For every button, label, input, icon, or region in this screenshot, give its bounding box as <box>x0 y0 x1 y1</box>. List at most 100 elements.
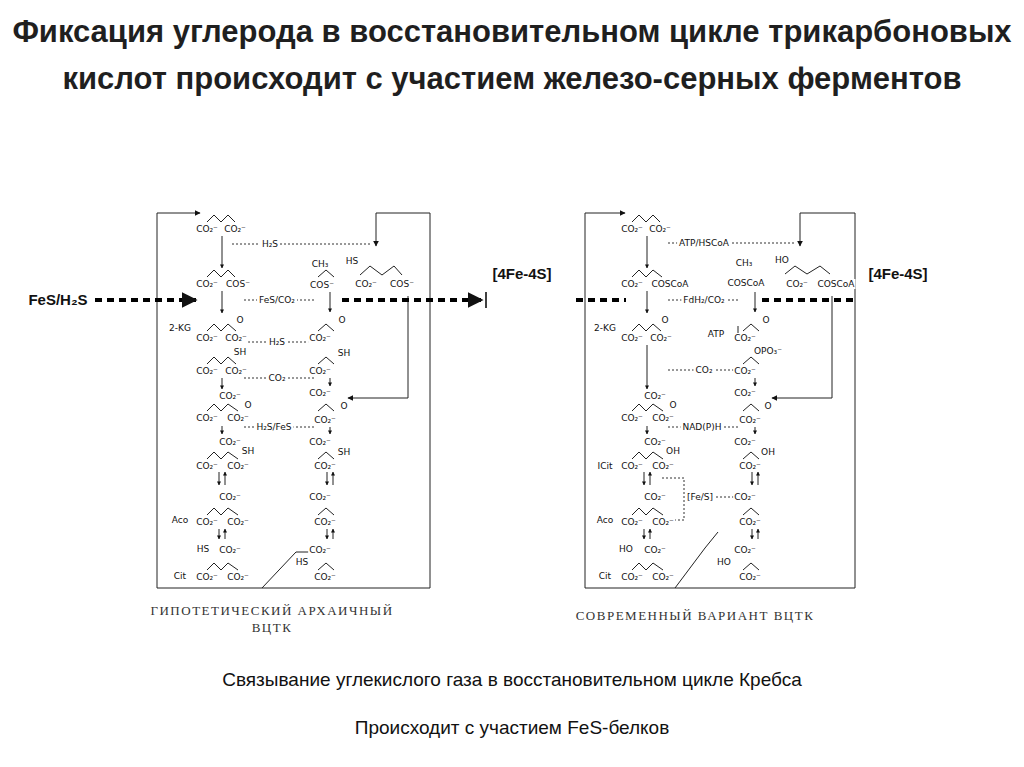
chem-label: CO₂⁻ <box>733 366 757 376</box>
chem-label: CO₂⁻ <box>195 333 219 343</box>
slide-caption: Связывание углекислого газа в восстанови… <box>12 668 1012 692</box>
chem-label: CO₂⁻ <box>620 224 644 234</box>
chem-label: CO₂⁻ <box>218 391 242 401</box>
chem-label: CO₂⁻ <box>226 572 250 582</box>
chem-label: CO₂⁻ <box>785 279 809 289</box>
chem-label: CO₂⁻ <box>648 224 672 234</box>
chem-label: CO₂⁻ <box>223 224 247 234</box>
panel-caption: ГИПОТЕТИЧЕСКИЙ АРХАИЧНЫЙ ВЦТК <box>137 602 407 636</box>
reagent-label: ATP/HSCoA <box>677 238 731 248</box>
chem-label: CO₂⁻ <box>620 572 644 582</box>
chem-label: CO₂⁻ <box>738 572 762 582</box>
chem-label: CO₂⁻ <box>651 461 675 471</box>
chem-label: CO₂⁻ <box>308 545 332 555</box>
chem-label: CO₂⁻ <box>313 461 337 471</box>
chem-label: HS <box>295 557 309 567</box>
chem-label: CO₂⁻ <box>218 437 242 447</box>
chem-label: CO₂⁻ <box>195 572 219 582</box>
cofactor-label: [4Fe-4S] <box>866 265 929 283</box>
reagent-label: NAD(P)H <box>680 422 723 432</box>
chem-label: CO₂⁻ <box>308 366 332 376</box>
chem-label: CO₂⁻ <box>354 279 378 289</box>
chem-label: CO₂⁻ <box>738 461 762 471</box>
chem-label: SH <box>337 447 351 457</box>
chem-label: CO₂⁻ <box>195 279 219 289</box>
chem-label: CO₂⁻ <box>224 366 248 376</box>
chem-label: Cit <box>173 571 187 581</box>
reagent-label: ATP <box>706 329 726 339</box>
chem-label: Aco <box>171 515 189 525</box>
chem-label: OH <box>760 447 776 457</box>
chem-label: CO₂⁻ <box>308 333 332 343</box>
chem-label: O <box>243 400 252 410</box>
chem-label: CO₂⁻ <box>651 517 675 527</box>
chem-label: CO₂⁻ <box>733 333 757 343</box>
chem-label: SH <box>241 446 255 456</box>
chem-label: SH <box>337 348 351 358</box>
chem-label: CO₂⁻ <box>195 517 219 527</box>
chem-label: CO₂⁻ <box>649 333 673 343</box>
chem-label: COS⁻ <box>389 279 415 289</box>
reagent-label: [Fe/S] <box>685 492 715 502</box>
chem-label: CO₂⁻ <box>226 517 250 527</box>
slide-title: Фиксация углерода в восстановительном ци… <box>12 8 1012 102</box>
chem-label: CO₂⁻ <box>651 572 675 582</box>
chem-label: O <box>660 315 669 325</box>
chem-label: CO₂⁻ <box>620 461 644 471</box>
panel-caption: СОВРЕМЕННЫЙ ВАРИАНТ ВЦТК <box>576 607 815 624</box>
chem-label: CO₂⁻ <box>733 492 757 502</box>
chem-label: CO₂⁻ <box>738 517 762 527</box>
chem-label: CO₂⁻ <box>195 366 219 376</box>
chem-label: COSCoA <box>816 279 855 289</box>
chem-label: CO₂⁻ <box>643 437 667 447</box>
chem-label: Cit <box>598 571 612 581</box>
chem-label: CO₂⁻ <box>313 572 337 582</box>
chem-label: COSCoA <box>650 279 689 289</box>
chem-label: CO₂⁻ <box>733 545 757 555</box>
chem-label: CO₂⁻ <box>313 415 337 425</box>
chem-label: CO₂⁻ <box>738 415 762 425</box>
chem-label: HO <box>618 544 634 554</box>
reagent-label: CO₂ <box>267 373 288 383</box>
cofactor-label: FeS/H₂S <box>26 291 89 309</box>
chem-label: CO₂⁻ <box>308 437 332 447</box>
chem-label: ICit <box>597 461 614 471</box>
chem-label: 2-KG <box>593 323 617 333</box>
chem-label: O <box>235 315 244 325</box>
chem-label: CO₂⁻ <box>733 437 757 447</box>
chem-label: CO₂⁻ <box>643 391 667 401</box>
cofactor-label: [4Fe-4S] <box>490 265 553 283</box>
reagent-label: FdH₂/CO₂ <box>681 295 726 305</box>
chem-label: O <box>761 315 770 325</box>
chem-label: CO₂⁻ <box>620 279 644 289</box>
chem-label: CO₂⁻ <box>226 413 250 423</box>
chem-label: HO <box>716 557 732 567</box>
chem-label: CO₂⁻ <box>224 333 248 343</box>
chem-label: CO₂⁻ <box>643 545 667 555</box>
chem-label: CO₂⁻ <box>218 545 242 555</box>
chem-label: CO₂⁻ <box>620 333 644 343</box>
chem-label: O <box>763 401 772 411</box>
chem-label: SH <box>233 347 247 357</box>
chem-label: Aco <box>596 515 614 525</box>
chem-label: CO₂⁻ <box>313 517 337 527</box>
chem-label: O <box>337 315 346 325</box>
chem-label: CO₂⁻ <box>218 492 242 502</box>
chem-label: CO₂⁻ <box>195 224 219 234</box>
chem-label: CO₂⁻ <box>620 517 644 527</box>
reagent-label: H₂S/FeS <box>254 422 293 432</box>
chem-label: OPO₃⁻ <box>753 346 783 356</box>
chem-label: 2-KG <box>168 323 192 333</box>
chem-label: O <box>668 400 677 410</box>
chem-label: HO <box>774 255 790 265</box>
chem-label: CO₂⁻ <box>308 492 332 502</box>
chem-label: O <box>339 401 348 411</box>
chem-label: CO₂⁻ <box>195 461 219 471</box>
chem-label: CO₂⁻ <box>620 413 644 423</box>
chem-label: CH₃ <box>311 259 330 269</box>
chem-label: CO₂⁻ <box>308 388 332 398</box>
reagent-label: H₂S <box>267 337 287 347</box>
chem-label: CO₂⁻ <box>195 413 219 423</box>
